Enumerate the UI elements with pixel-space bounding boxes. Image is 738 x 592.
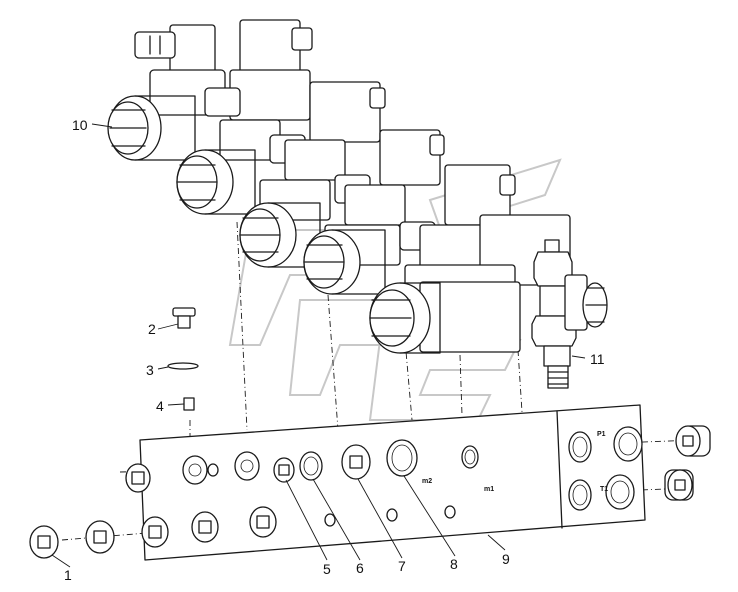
port-label-p1: P1	[597, 431, 606, 438]
leader-lines	[51, 123, 586, 568]
callout-5: 5	[323, 561, 331, 577]
callout-1: 1	[64, 567, 72, 583]
callout-4: 4	[156, 398, 164, 414]
manifold-block	[139, 404, 646, 561]
seal-parts	[167, 307, 199, 411]
lower-plugs	[29, 506, 277, 559]
port-label-m2: m2	[422, 478, 432, 485]
callout-9: 9	[502, 551, 510, 567]
cartridge-valve	[531, 239, 608, 389]
callout-6: 6	[356, 560, 364, 576]
manifold-plugs	[125, 425, 711, 510]
callout-2: 2	[148, 321, 156, 337]
port-label-m1: m1	[484, 486, 494, 493]
valve-assembly-2	[176, 19, 313, 215]
callout-3: 3	[146, 362, 154, 378]
callout-11: 11	[590, 351, 605, 367]
callout-7: 7	[398, 558, 406, 574]
valve-assembly-4	[303, 129, 445, 295]
callout-10: 10	[72, 117, 88, 133]
valve-assembly-3	[239, 81, 386, 268]
callout-8: 8	[450, 556, 458, 572]
valve-assembly-1	[107, 24, 226, 161]
port-label-t1: T1	[600, 486, 608, 493]
